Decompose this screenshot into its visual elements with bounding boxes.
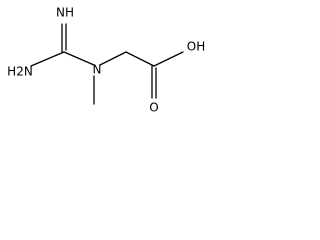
bond-c-n (63, 51, 95, 66)
atom-o: O (149, 101, 158, 115)
bond-c-oh (153, 51, 184, 67)
atom-nh: NH (56, 6, 74, 20)
bond-n-ch2 (99, 51, 127, 66)
bond-c-nh2 (30, 51, 65, 67)
structure-svg: NH H2N N OH O (7, 6, 205, 115)
atom-h2n: H2N (7, 65, 33, 79)
atom-oh: OH (187, 40, 205, 54)
molecule-diagram: NH H2N N OH O (0, 0, 214, 117)
atom-n: N (93, 63, 102, 77)
bond-ch2-c (125, 51, 155, 67)
